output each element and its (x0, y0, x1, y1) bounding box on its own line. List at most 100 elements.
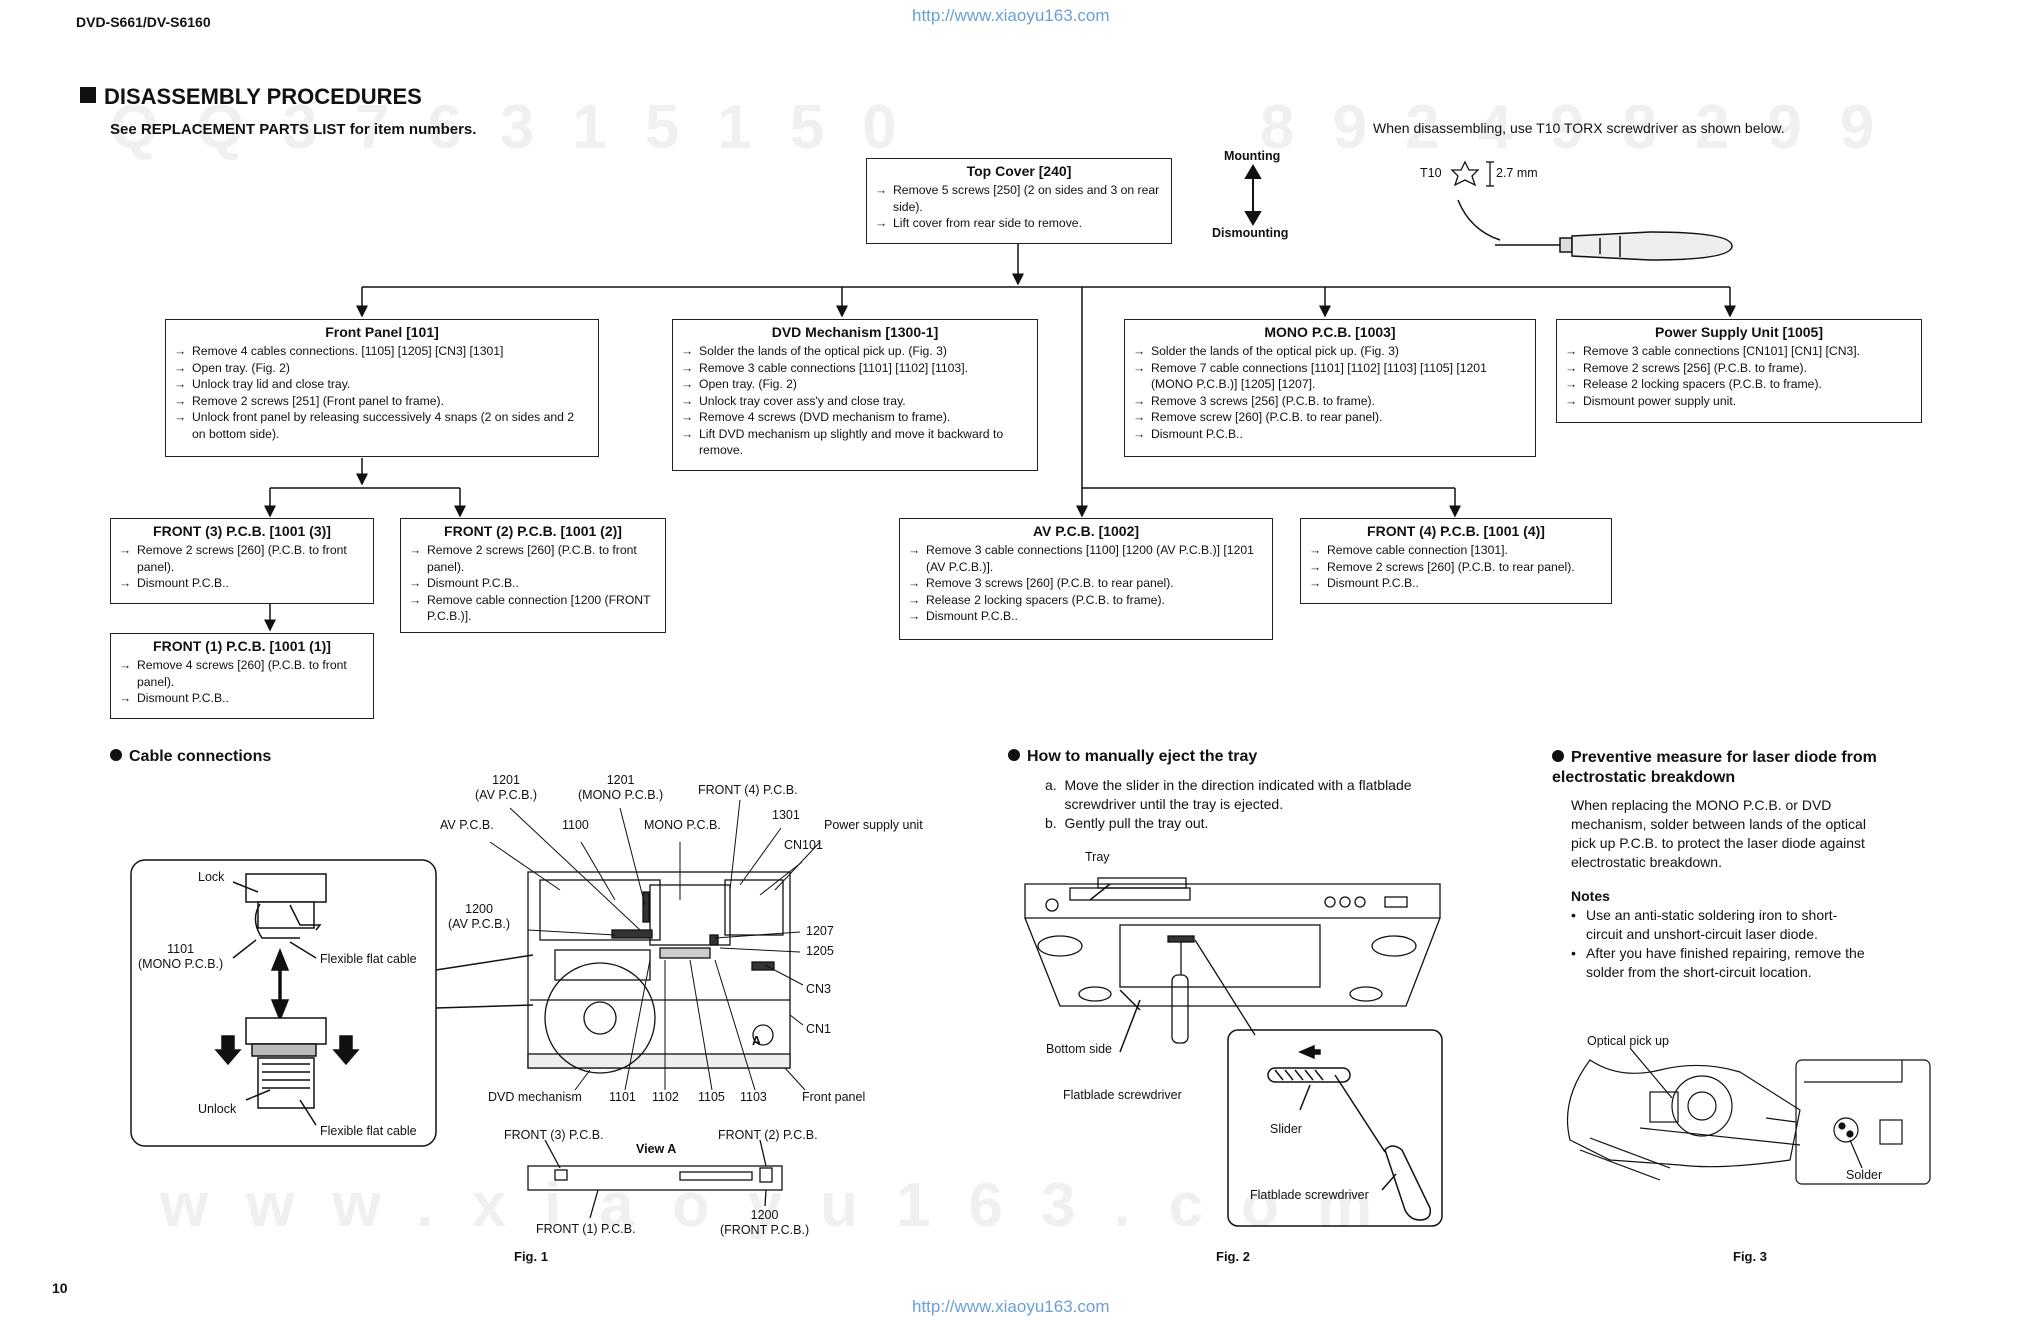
step: Remove 2 screws [251] (Front panel to fr… (174, 393, 590, 410)
box-title: FRONT (2) P.C.B. [1001 (2)] (444, 523, 622, 539)
step: Dismount P.C.B.. (119, 690, 365, 707)
header-url[interactable]: http://www.xiaoyu163.com (912, 6, 1110, 25)
top-cover-box: Top Cover [240] Remove 5 screws [250] (2… (866, 158, 1172, 244)
torx-label: T10 (1420, 166, 1442, 180)
step-list: Remove 4 cables connections. [1105] [120… (174, 343, 590, 442)
box-title: AV P.C.B. [1002] (1032, 523, 1140, 539)
av-pcb-box: AV P.C.B. [1002] Remove 3 cable connecti… (899, 518, 1273, 640)
label-1301: 1301 (772, 808, 800, 822)
step: Remove 7 cable connections [1101] [1102]… (1133, 360, 1527, 393)
label-mono-pcb: MONO P.C.B. (644, 818, 721, 832)
screwdriver-icon (1457, 199, 1733, 261)
flowchart-connectors (264, 244, 1736, 632)
fig1-caption: Fig. 1 (514, 1249, 548, 1264)
step: Remove 2 screws [260] (P.C.B. to front p… (119, 542, 365, 575)
step: Remove 4 screws [260] (P.C.B. to front p… (119, 657, 365, 690)
step: Unlock tray cover ass'y and close tray. (681, 393, 1029, 410)
watermark-digits: 892498299 (1260, 93, 1913, 162)
fig2-slider-callout (1089, 883, 1443, 1227)
page-title: DISASSEMBLY PROCEDURES (80, 84, 422, 110)
label-front2: FRONT (2) P.C.B. (718, 1128, 818, 1142)
label-av-pcb: AV P.C.B. (440, 818, 494, 832)
torx-note: When disassembling, use T10 TORX screwdr… (1373, 120, 1785, 136)
psu-box: Power Supply Unit [1005] Remove 3 cable … (1556, 319, 1922, 423)
mono-pcb-box: MONO P.C.B. [1003] Solder the lands of t… (1124, 319, 1536, 457)
front3-pcb-box: FRONT (3) P.C.B. [1001 (3)] Remove 2 scr… (110, 518, 374, 604)
label-1101: 1101 (609, 1090, 636, 1104)
step-list: Remove cable connection [1301]. Remove 2… (1309, 542, 1603, 592)
step: Remove 4 cables connections. [1105] [120… (174, 343, 590, 360)
fig3-caption: Fig. 3 (1733, 1249, 1767, 1264)
label-front3: FRONT (3) P.C.B. (504, 1128, 604, 1142)
slider-label: Slider (1270, 1122, 1302, 1136)
label-view-a: View A (636, 1142, 677, 1156)
label-1100: 1100 (562, 818, 589, 832)
box-title: DVD Mechanism [1300-1] (771, 324, 939, 340)
label-cn101: CN101 (784, 838, 823, 852)
step: Dismount P.C.B.. (908, 608, 1264, 625)
label-dvd-mechanism: DVD mechanism (488, 1090, 582, 1104)
step-list: Remove 2 screws [260] (P.C.B. to front p… (409, 542, 657, 625)
label-1201-mono: 1201 (MONO P.C.B.) (578, 773, 664, 802)
fig2-player (1024, 877, 1441, 1044)
step: Remove 5 screws [250] (2 on sides and 3 … (875, 182, 1163, 215)
fig1-lock-callout (130, 859, 534, 1147)
step: Dismount power supply unit. (1565, 393, 1913, 410)
laser-body: When replacing the MONO P.C.B. or DVD me… (1571, 797, 1866, 870)
cable-1101-label: 1101 (MONO P.C.B.) (138, 942, 224, 971)
step: Lift DVD mechanism up slightly and move … (681, 426, 1029, 459)
screwdriver-label: Flatblade screwdriver (1250, 1188, 1369, 1202)
fig3-pickup (1566, 1047, 1931, 1185)
front2-pcb-box: FRONT (2) P.C.B. [1001 (2)] Remove 2 scr… (400, 518, 666, 633)
label-front-panel: Front panel (802, 1090, 866, 1104)
eject-heading: How to manually eject the tray (1008, 748, 1257, 766)
label-1205: 1205 (806, 944, 834, 958)
step: Dismount P.C.B.. (1133, 426, 1527, 443)
step: Open tray. (Fig. 2) (681, 376, 1029, 393)
step: Dismount P.C.B.. (119, 575, 365, 592)
fig1-chassis (527, 871, 791, 1074)
ffc-label: Flexible flat cable (320, 952, 417, 966)
label-cn1: CN1 (806, 1022, 832, 1036)
cable-connections-heading: Cable connections (110, 748, 271, 766)
torx-star-icon (1450, 160, 1494, 187)
box-title: FRONT (3) P.C.B. [1001 (3)] (153, 523, 331, 539)
label-view-a-marker: A (752, 1034, 762, 1048)
label-1102: 1102 (652, 1090, 679, 1104)
step: Remove 3 cable connections [1101] [1102]… (681, 360, 1029, 377)
bullet-icon (1008, 749, 1020, 761)
step: Remove 2 screws [260] (P.C.B. to front p… (409, 542, 657, 575)
step: Solder the lands of the optical pick up.… (1133, 343, 1527, 360)
step-list: Remove 5 screws [250] (2 on sides and 3 … (875, 182, 1163, 232)
box-title: Front Panel [101] (325, 324, 439, 340)
box-title: FRONT (4) P.C.B. [1001 (4)] (1367, 523, 1545, 539)
laser-heading: Preventive measure for laser diode from … (1552, 749, 1877, 786)
page-number: 10 (52, 1280, 68, 1296)
note-bullet: • (1571, 945, 1576, 961)
fig2-caption: Fig. 2 (1216, 1249, 1250, 1264)
step: Remove 4 screws (DVD mechanism to frame)… (681, 409, 1029, 426)
tray-label: Tray (1085, 850, 1110, 864)
mounting-arrow (1244, 164, 1262, 226)
step: Dismount P.C.B.. (409, 575, 657, 592)
unlock-label: Unlock (198, 1102, 237, 1116)
step: Lift cover from rear side to remove. (875, 215, 1163, 232)
dvd-mechanism-box: DVD Mechanism [1300-1] Solder the lands … (672, 319, 1038, 471)
step: Unlock tray lid and close tray. (174, 376, 590, 393)
label-1200-front: 1200 (FRONT P.C.B.) (720, 1208, 810, 1237)
box-title: FRONT (1) P.C.B. [1001 (1)] (153, 638, 331, 654)
front4-pcb-box: FRONT (4) P.C.B. [1001 (4)] Remove cable… (1300, 518, 1612, 604)
box-title: Power Supply Unit [1005] (1654, 324, 1824, 340)
step-list: Remove 2 screws [260] (P.C.B. to front p… (119, 542, 365, 592)
label-psu: Power supply unit (824, 818, 923, 832)
front1-pcb-box: FRONT (1) P.C.B. [1001 (1)] Remove 4 scr… (110, 633, 374, 719)
footer-url[interactable]: http://www.xiaoyu163.com (912, 1297, 1110, 1316)
note-2: After you have finished repairing, remov… (1586, 945, 1865, 980)
step: Remove cable connection [1200 (FRONT P.C… (409, 592, 657, 625)
bullet-icon (1552, 750, 1564, 762)
fig1-leaders (489, 799, 821, 1091)
label-front1: FRONT (1) P.C.B. (536, 1222, 636, 1236)
box-title: Top Cover [240] (966, 163, 1072, 179)
label-front4: FRONT (4) P.C.B. (698, 783, 798, 797)
eject-step-a: a. Move the slider in the direction indi… (1045, 777, 1412, 812)
